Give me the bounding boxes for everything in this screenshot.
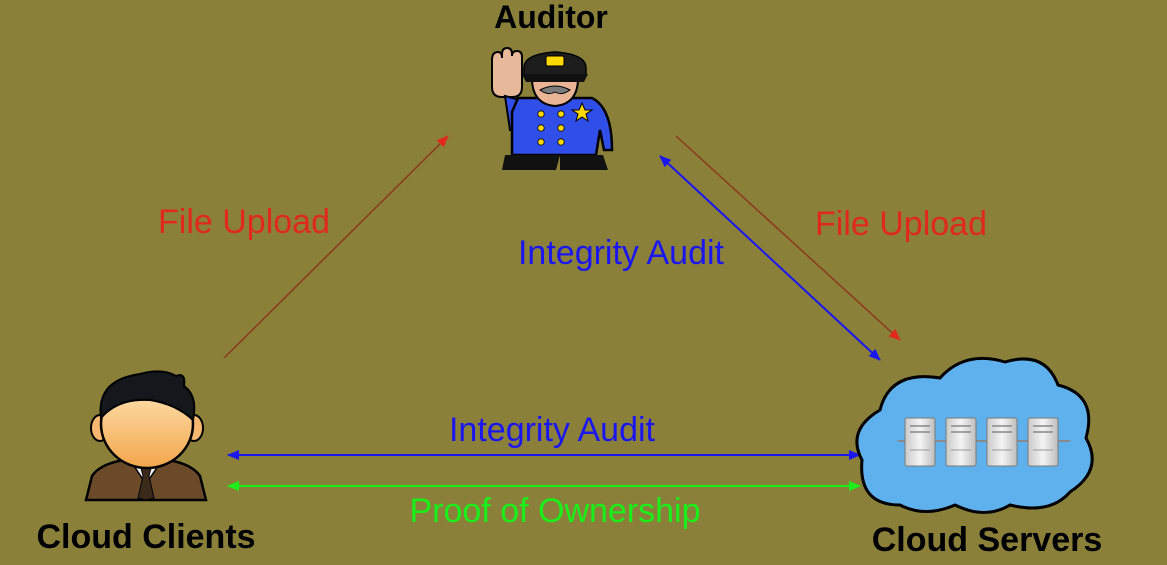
edge-auditor-servers-audit (659, 155, 881, 361)
police-officer-icon (491, 46, 614, 170)
server-4 (1027, 417, 1059, 467)
label-file-upload-left: File Upload (158, 203, 330, 241)
server-3 (986, 417, 1018, 467)
edge-client-to-auditor (223, 135, 449, 359)
node-label-cloud-clients: Cloud Clients (36, 518, 255, 556)
label-file-upload-right: File Upload (815, 205, 987, 243)
label-integrity-audit-top: Integrity Audit (518, 234, 725, 272)
businessman-icon (84, 370, 208, 502)
server-2 (945, 417, 977, 467)
node-label-auditor: Auditor (494, 0, 608, 35)
node-label-cloud-servers: Cloud Servers (872, 521, 1103, 559)
label-proof-of-ownership: Proof of Ownership (409, 492, 700, 530)
label-integrity-audit-bottom: Integrity Audit (449, 411, 656, 449)
server-cloud-icon (855, 356, 1094, 514)
server-1 (904, 417, 936, 467)
